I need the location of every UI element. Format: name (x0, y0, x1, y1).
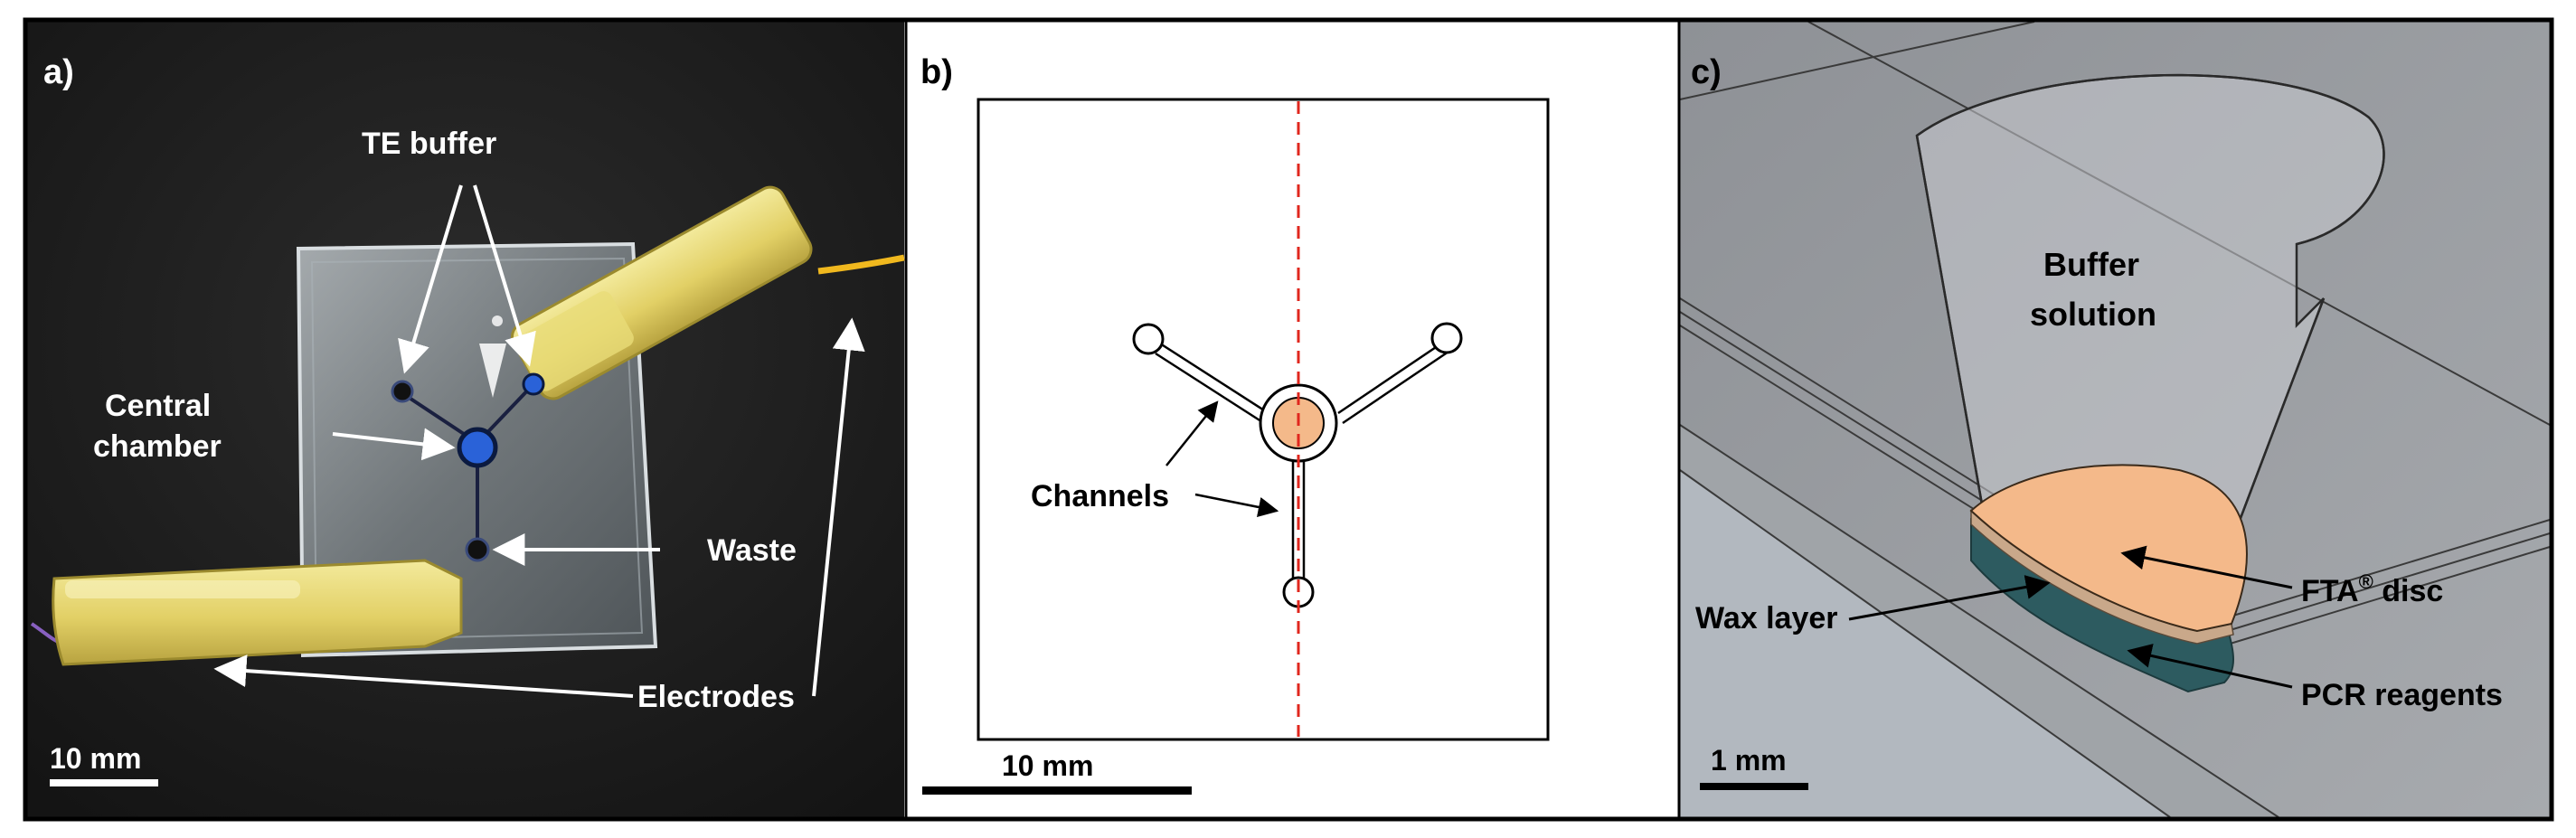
panel-c-letter: c) (1691, 53, 1722, 91)
label-central-line1: Central (105, 389, 211, 423)
arrow-wax (1848, 575, 2051, 621)
upper-connector (511, 185, 813, 400)
label-te-buffer: TE buffer (362, 127, 496, 161)
panel-b: Channels b) 10 mm (907, 22, 1677, 817)
fta-disc-text: disc (2373, 574, 2443, 608)
arrow-channel-upper (1165, 400, 1219, 466)
label-central-line2: chamber (93, 429, 222, 464)
te-buffer-well-right (522, 372, 545, 396)
funnel-left-edge (1915, 135, 1986, 521)
fta-text: FTA (2301, 574, 2359, 608)
scale-label-a: 10 mm (50, 742, 141, 775)
arrow-pcr (2127, 644, 2293, 689)
panel-a: a) TE buffer Central chamber Waste Elect… (27, 22, 905, 817)
schematic-channels (1155, 340, 1449, 579)
central-chamber-well (457, 427, 498, 468)
electrode-wire (817, 254, 905, 275)
chip-outline (977, 98, 1550, 741)
arrow-electrode-right (812, 317, 865, 697)
arrow-channel-lower (1194, 493, 1279, 518)
buffer-funnel-rim (1916, 73, 2385, 246)
scale-bar-a (50, 779, 158, 786)
label-electrodes: Electrodes (637, 680, 795, 714)
scale-label-c: 1 mm (1711, 744, 1787, 777)
label-wax-layer: Wax layer (1695, 601, 1838, 636)
panel-a-letter: a) (43, 53, 74, 91)
arrow-electrode-left (213, 654, 634, 698)
scale-bar-b (922, 786, 1192, 795)
label-pcr-reagents: PCR reagents (2301, 678, 2503, 712)
arrow-te-left (398, 184, 463, 374)
te-buffer-well-left (391, 380, 414, 403)
panel-c: c) Buffer solution Wax layer FTA® disc P… (1679, 21, 2551, 818)
label-buffer-line2: solution (2030, 296, 2156, 333)
scale-bar-c (1700, 783, 1808, 790)
label-buffer-line1: Buffer (2043, 246, 2139, 283)
waste-well (465, 537, 490, 562)
arrow-te-right (473, 184, 536, 367)
fta-disc (1969, 464, 2248, 633)
inlet-well-right (1430, 322, 1463, 354)
glass-chip-edge (310, 257, 644, 642)
panel-b-letter: b) (920, 53, 953, 91)
inlet-well-left (1132, 323, 1165, 355)
label-waste: Waste (707, 533, 797, 568)
glass-glare (479, 344, 506, 398)
scale-label-b: 10 mm (1002, 749, 1093, 782)
lower-connector (52, 559, 463, 666)
arrow-fta (2120, 545, 2293, 589)
label-channels: Channels (1031, 479, 1169, 513)
fta-registered-mark: ® (2359, 570, 2373, 593)
figure-frame (23, 17, 2554, 822)
arrow-central (332, 428, 456, 461)
label-fta-disc: FTA® disc (2301, 570, 2443, 608)
glass-glare-dot (492, 315, 503, 326)
